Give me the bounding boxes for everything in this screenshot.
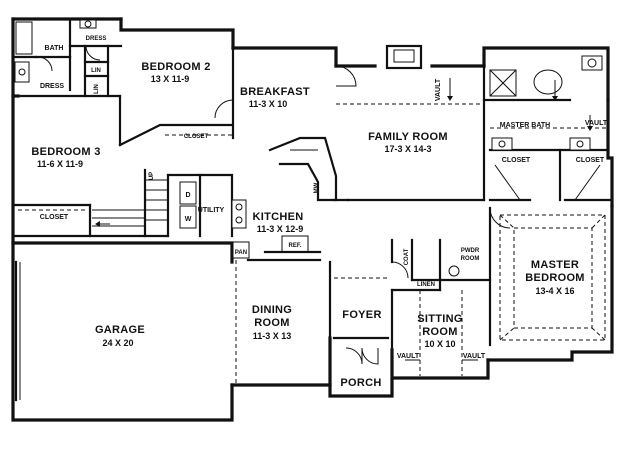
garage-name: GARAGE — [95, 324, 145, 336]
family-room-size: 17-3 X 14-3 — [384, 144, 431, 154]
vault-family-label: VAULT — [435, 78, 442, 101]
up-label: UP — [149, 172, 155, 180]
mw-label: MW — [314, 182, 320, 193]
dining-size: 11-3 X 13 — [253, 331, 292, 341]
kitchen-size: 11-3 X 12-9 — [257, 224, 304, 234]
sitting-size: 10 X 10 — [424, 339, 455, 349]
bedroom2-name: BEDROOM 2 — [141, 61, 210, 73]
washer-label: W — [185, 216, 192, 223]
fixtures — [14, 19, 608, 402]
closet-m2-label: CLOSET — [576, 157, 605, 164]
breakfast-name: BREAKFAST — [240, 86, 310, 98]
foyer-label: FOYER — [342, 309, 381, 321]
stairs — [92, 179, 168, 227]
interior-walls — [11, 17, 614, 352]
pantry-label: PAN — [235, 250, 247, 256]
garage-size: 24 X 20 — [102, 338, 133, 348]
coat-label: COAT — [404, 248, 410, 265]
dryer-label: D — [185, 192, 190, 199]
breakfast-size: 11-3 X 10 — [249, 99, 288, 109]
bedroom3-size: 11-6 X 11-9 — [37, 159, 83, 169]
kitchen-name: KITCHEN — [253, 211, 304, 223]
lin-label-2: LIN — [94, 84, 100, 94]
bedroom2-size: 13 X 11-9 — [151, 74, 190, 84]
pwdr-line2: ROOM — [461, 256, 480, 262]
pwdr-line1: PWDR — [461, 248, 480, 254]
room-labels: BATH DRESS DRESS LIN LIN BEDROOM 2 13 X … — [31, 36, 608, 389]
exterior-walls — [11, 17, 614, 422]
closet-m1-label: CLOSET — [502, 157, 531, 164]
vault-sitting-left-label: VAULT — [397, 353, 420, 360]
dining-line1: DINING — [252, 304, 292, 316]
utility-label: UTILITY — [198, 207, 225, 214]
master-bath-label: MASTER BATH — [500, 122, 550, 129]
bath-label: BATH — [45, 45, 64, 52]
sitting-line2: ROOM — [422, 326, 457, 338]
master-bedroom-line1: MASTER — [531, 259, 579, 271]
family-room-name: FAMILY ROOM — [368, 131, 448, 143]
sitting-line1: SITTING — [417, 313, 463, 325]
dining-line2: ROOM — [254, 317, 289, 329]
lin-label-1: LIN — [91, 68, 101, 74]
vault-sitting-right-label: VAULT — [463, 353, 486, 360]
dress-left-label: DRESS — [40, 83, 64, 90]
bedroom3-name: BEDROOM 3 — [31, 146, 100, 158]
master-bedroom-size: 13-4 X 16 — [535, 286, 574, 296]
dress-top-label: DRESS — [86, 36, 107, 42]
closet-b2-label: CLOSET — [184, 134, 209, 140]
master-bedroom-line2: BEDROOM — [525, 272, 585, 284]
ref-label: REF. — [288, 243, 301, 249]
linen-label: LINEN — [417, 282, 435, 288]
porch-label: PORCH — [340, 377, 381, 389]
vault-master-bath-label: VAULT — [585, 120, 608, 127]
closet-b3-label: CLOSET — [40, 214, 69, 221]
